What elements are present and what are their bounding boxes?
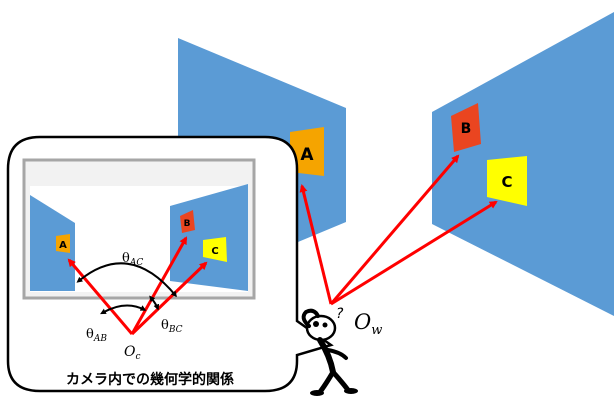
marker-b-label: B	[461, 121, 472, 137]
camera-origin-label: Oc	[124, 344, 141, 362]
marker-a-label: A	[300, 145, 314, 165]
marker-b: B	[451, 103, 481, 152]
ray-to-b	[329, 154, 460, 305]
arc-theta-ab	[100, 304, 147, 315]
mini-marker-b: B	[180, 210, 195, 233]
ray-to-a	[299, 184, 333, 305]
arc-theta-ac	[76, 262, 177, 298]
theta-ab-label: θAB	[86, 327, 107, 344]
arc-theta-bc	[149, 295, 160, 311]
theta-bc-label: θBC	[161, 318, 183, 335]
camera-caption: カメラ内での幾何学的関係	[66, 371, 234, 388]
cam-ray-to-c	[130, 261, 208, 336]
marker-a: A	[290, 127, 324, 176]
confused-person-figure: ?	[301, 306, 358, 396]
ray-to-c	[330, 200, 498, 306]
marker-c: C	[487, 156, 527, 206]
question-mark: ?	[336, 306, 344, 322]
svg-text:B: B	[184, 219, 191, 229]
theta-ac-label: θAC	[122, 251, 143, 268]
mini-marker-c: C	[203, 237, 227, 262]
svg-text:C: C	[211, 246, 218, 257]
marker-c-label: C	[501, 173, 512, 191]
mini-marker-a: A	[56, 234, 70, 253]
mini-right-wall	[170, 184, 248, 291]
svg-text:A: A	[59, 240, 67, 251]
mini-left-wall	[30, 195, 75, 291]
observer-rays	[299, 154, 498, 306]
observer-origin-label: Ow	[354, 310, 382, 338]
